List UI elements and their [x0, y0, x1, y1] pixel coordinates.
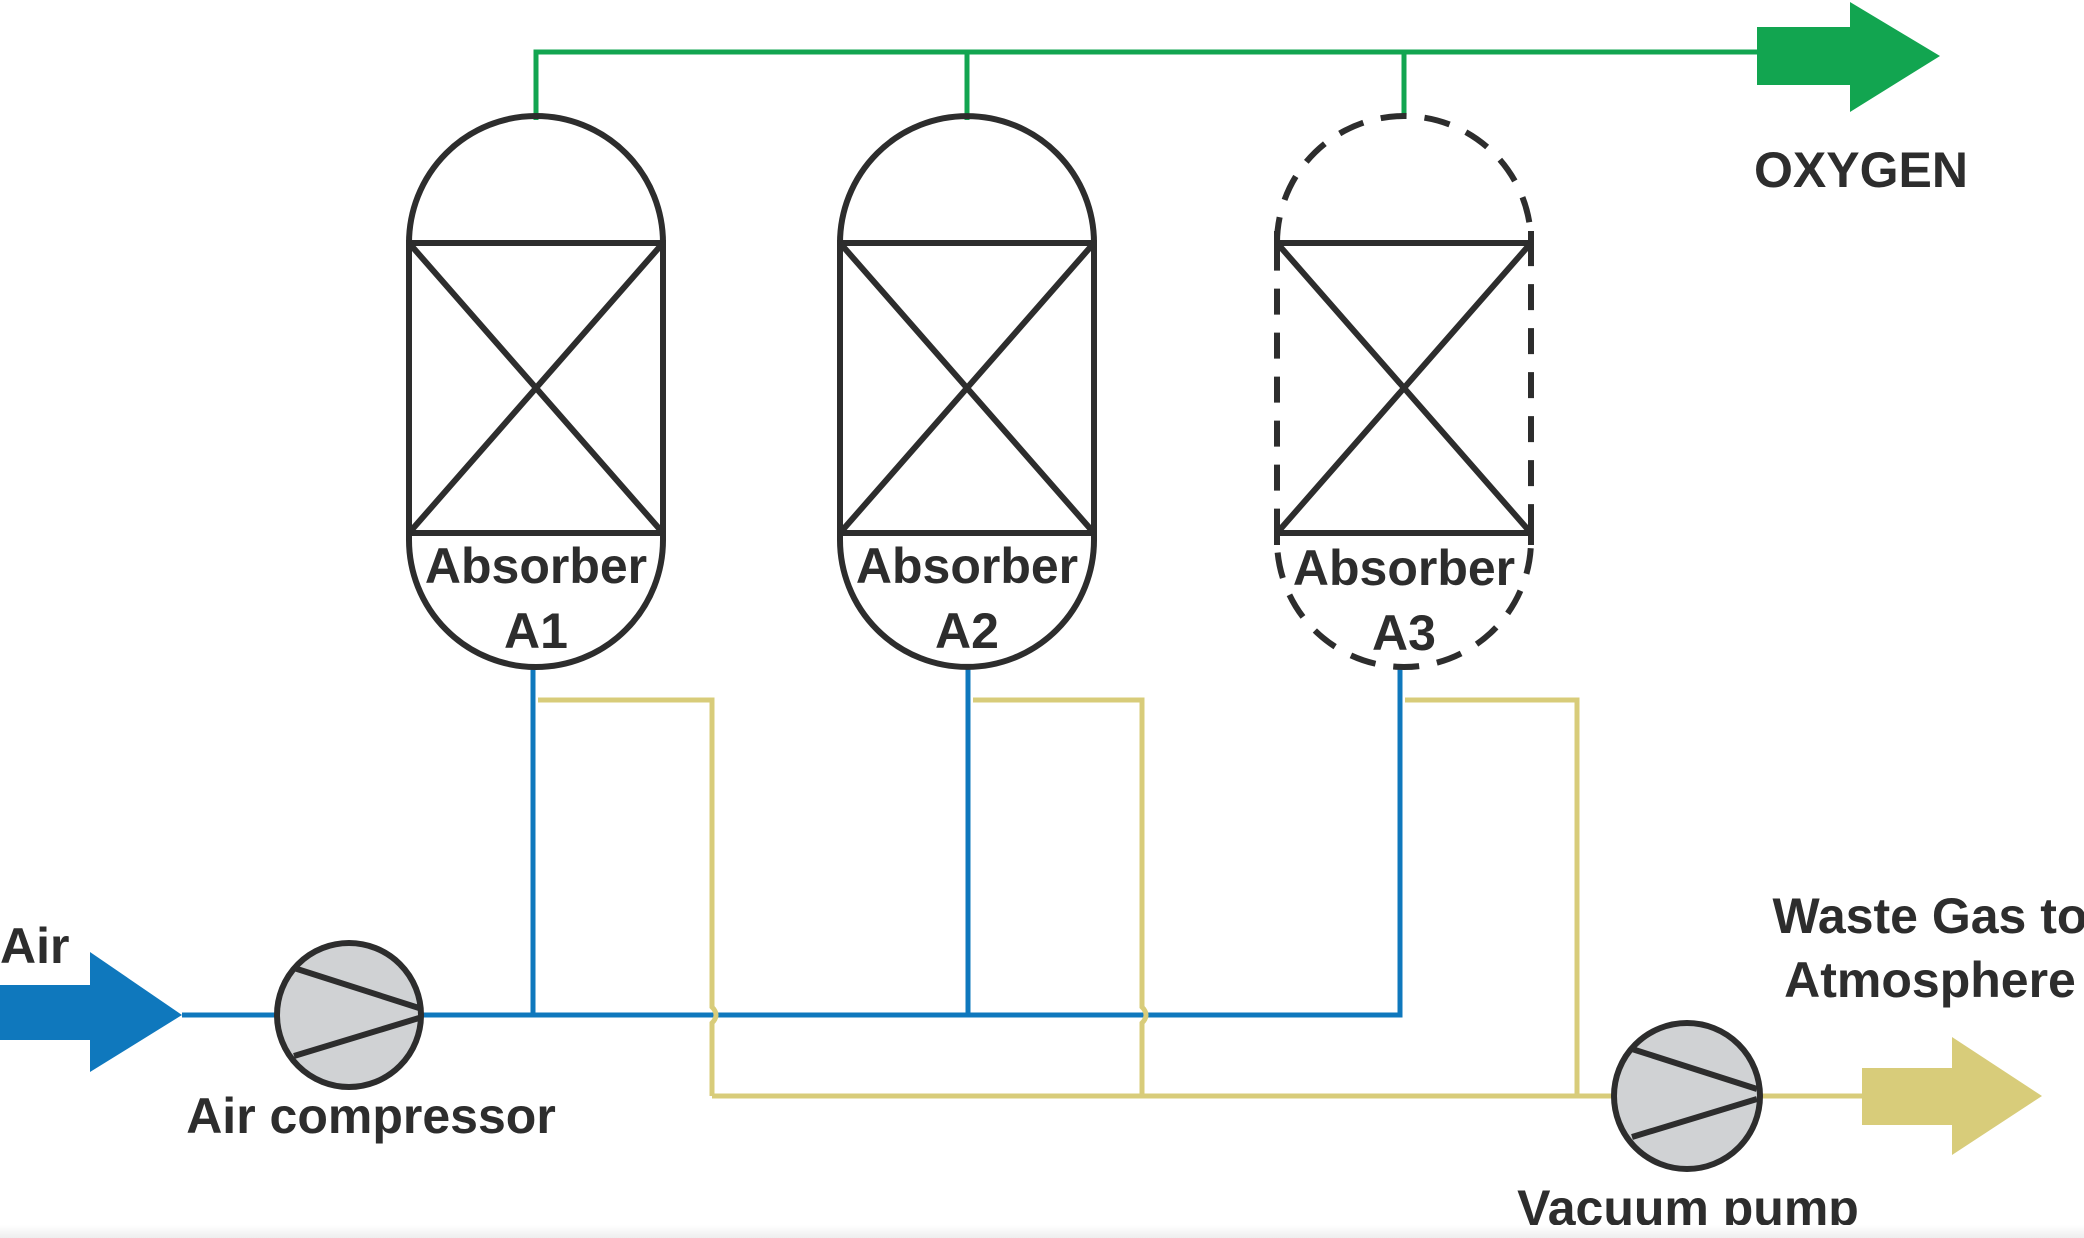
- absorber-a3-vessel: [1274, 113, 1534, 670]
- absorber-a3-bed-cross: [1274, 241, 1534, 535]
- waste-line-a3: [1405, 697, 1580, 1096]
- vacuum-pump-icon: [1611, 1020, 1763, 1172]
- air-compressor-icon: [274, 940, 424, 1090]
- absorber-a1-bed-cross: [406, 241, 666, 535]
- absorber-a2-vessel: [837, 113, 1097, 670]
- oxygen-stream: [533, 2, 1940, 120]
- bottom-edge-shadow: [0, 1225, 2084, 1238]
- absorber-a1-vessel: [406, 113, 666, 670]
- absorber-a1: [406, 113, 666, 670]
- air-compressor: [274, 940, 424, 1090]
- vacuum-pump-blades: [1631, 1046, 1758, 1140]
- waste-gas-label-line1: Waste Gas to: [1773, 888, 2084, 944]
- air-label: Air: [0, 918, 69, 974]
- absorber-a2-label-line2: A2: [935, 603, 999, 659]
- absorber-a1-bed: [406, 240, 666, 536]
- oxygen-outlet-arrow: [1757, 2, 1940, 112]
- waste-line-a2: [973, 697, 1149, 1096]
- waste-outlet-arrow: [1862, 1037, 2042, 1155]
- absorber-a1-label-line1: Absorber: [425, 538, 647, 594]
- waste-line-a1: [538, 697, 719, 1096]
- air-inlet-arrow: [0, 952, 182, 1072]
- absorber-a2-label-line1: Absorber: [856, 538, 1078, 594]
- air-feed-header: [421, 667, 1403, 1018]
- absorber-a1-label-line2: A1: [504, 603, 568, 659]
- absorber-a3: [1274, 113, 1534, 670]
- absorber-a2-bed-cross: [837, 241, 1097, 535]
- absorber-a3-label-line2: A3: [1372, 605, 1436, 661]
- waste-gas-stream: [538, 697, 2042, 1155]
- absorber-a3-label-line1: Absorber: [1293, 540, 1515, 596]
- oxygen-header-pipe: [533, 49, 1768, 120]
- air-compressor-blades: [293, 965, 420, 1059]
- vacuum-pump: [1611, 1020, 1763, 1172]
- absorber-a2-bed: [837, 240, 1097, 536]
- air-compressor-label: Air compressor: [186, 1088, 556, 1144]
- waste-gas-label-line2: Atmosphere: [1784, 952, 2076, 1008]
- absorber-a2: [837, 113, 1097, 670]
- air-feed-stream: [0, 667, 1403, 1072]
- oxygen-label: OXYGEN: [1754, 142, 1968, 198]
